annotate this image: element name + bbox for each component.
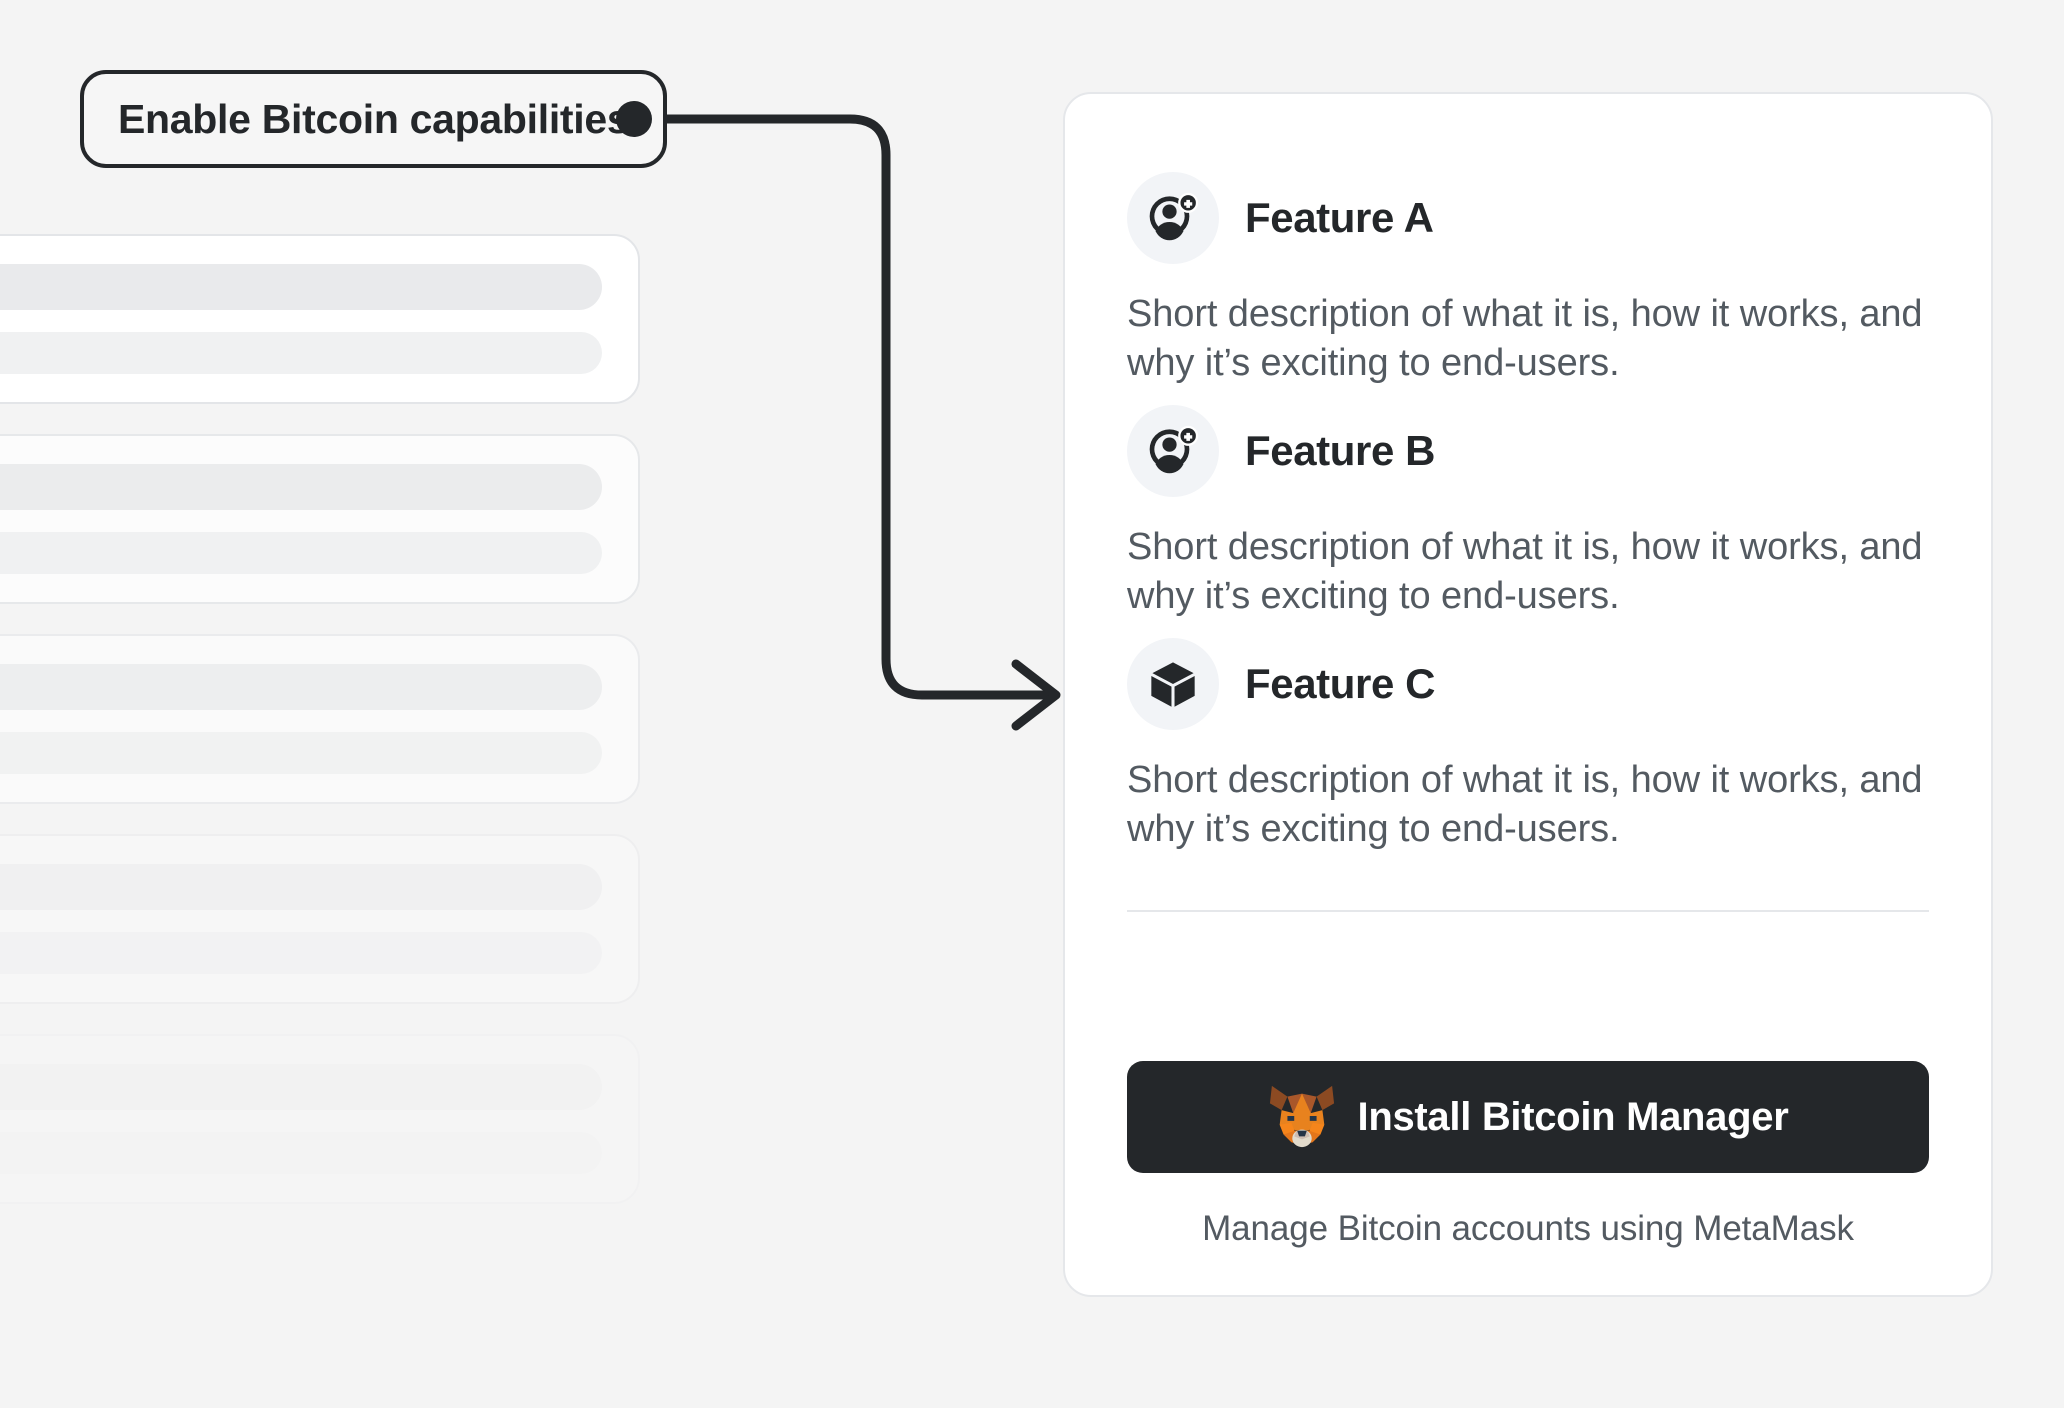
skeleton-card <box>0 1034 640 1204</box>
annotation-label-text: Enable Bitcoin capabilities <box>118 95 630 142</box>
skeleton-bar <box>0 532 602 574</box>
install-bitcoin-manager-button[interactable]: Install Bitcoin Manager <box>1127 1061 1929 1173</box>
skeleton-bar <box>0 264 602 311</box>
skeleton-bar <box>0 732 602 774</box>
annotation-label-pill[interactable]: Enable Bitcoin capabilities <box>80 70 668 168</box>
cube-icon <box>1127 637 1219 730</box>
skeleton-card <box>0 834 640 1004</box>
feature-a-title: Feature A <box>1245 194 1434 241</box>
bitcoin-feature-card: Feature A Short description of what it i… <box>1063 92 1993 1297</box>
user-add-icon <box>1127 172 1219 264</box>
skeleton-bar <box>0 664 602 711</box>
card-divider <box>1127 910 1929 913</box>
skeleton-bar <box>0 1132 602 1174</box>
skeleton-bar <box>0 932 602 974</box>
skeleton-bar <box>0 864 602 911</box>
feature-c-description: Short description of what it is, how it … <box>1127 758 1923 850</box>
install-button-label: Install Bitcoin Manager <box>1357 1094 1789 1139</box>
skeleton-placeholder-stack <box>0 234 640 1234</box>
feature-list: Feature A Short description of what it i… <box>1065 94 1991 1003</box>
feature-item-a: Feature A Short description of what it i… <box>1127 172 1929 389</box>
feature-b-description: Short description of what it is, how it … <box>1127 525 1923 618</box>
skeleton-bar <box>0 332 602 374</box>
metamask-fox-icon <box>1268 1083 1336 1152</box>
feature-item-c: Feature C Short description of what it i… <box>1127 637 1929 855</box>
footer-note: Manage Bitcoin accounts using MetaMask <box>1202 1209 1854 1248</box>
skeleton-card <box>0 634 640 804</box>
feature-a-description: Short description of what it is, how it … <box>1127 293 1923 385</box>
skeleton-bar <box>0 1064 602 1111</box>
feature-b-title: Feature B <box>1245 426 1436 474</box>
skeleton-bar <box>0 464 602 511</box>
user-add-icon <box>1127 404 1219 497</box>
connector-dot-icon <box>616 101 652 137</box>
card-footer: Install Bitcoin Manager Manage Bitcoin a… <box>1065 1003 1991 1295</box>
feature-b-header: Feature B <box>1127 404 1929 497</box>
feature-c-header: Feature C <box>1127 637 1929 730</box>
feature-a-header: Feature A <box>1127 172 1929 264</box>
feature-item-b: Feature B Short description of what it i… <box>1127 404 1929 622</box>
feature-c-title: Feature C <box>1245 659 1436 707</box>
skeleton-card <box>0 434 640 604</box>
skeleton-card <box>0 234 640 404</box>
